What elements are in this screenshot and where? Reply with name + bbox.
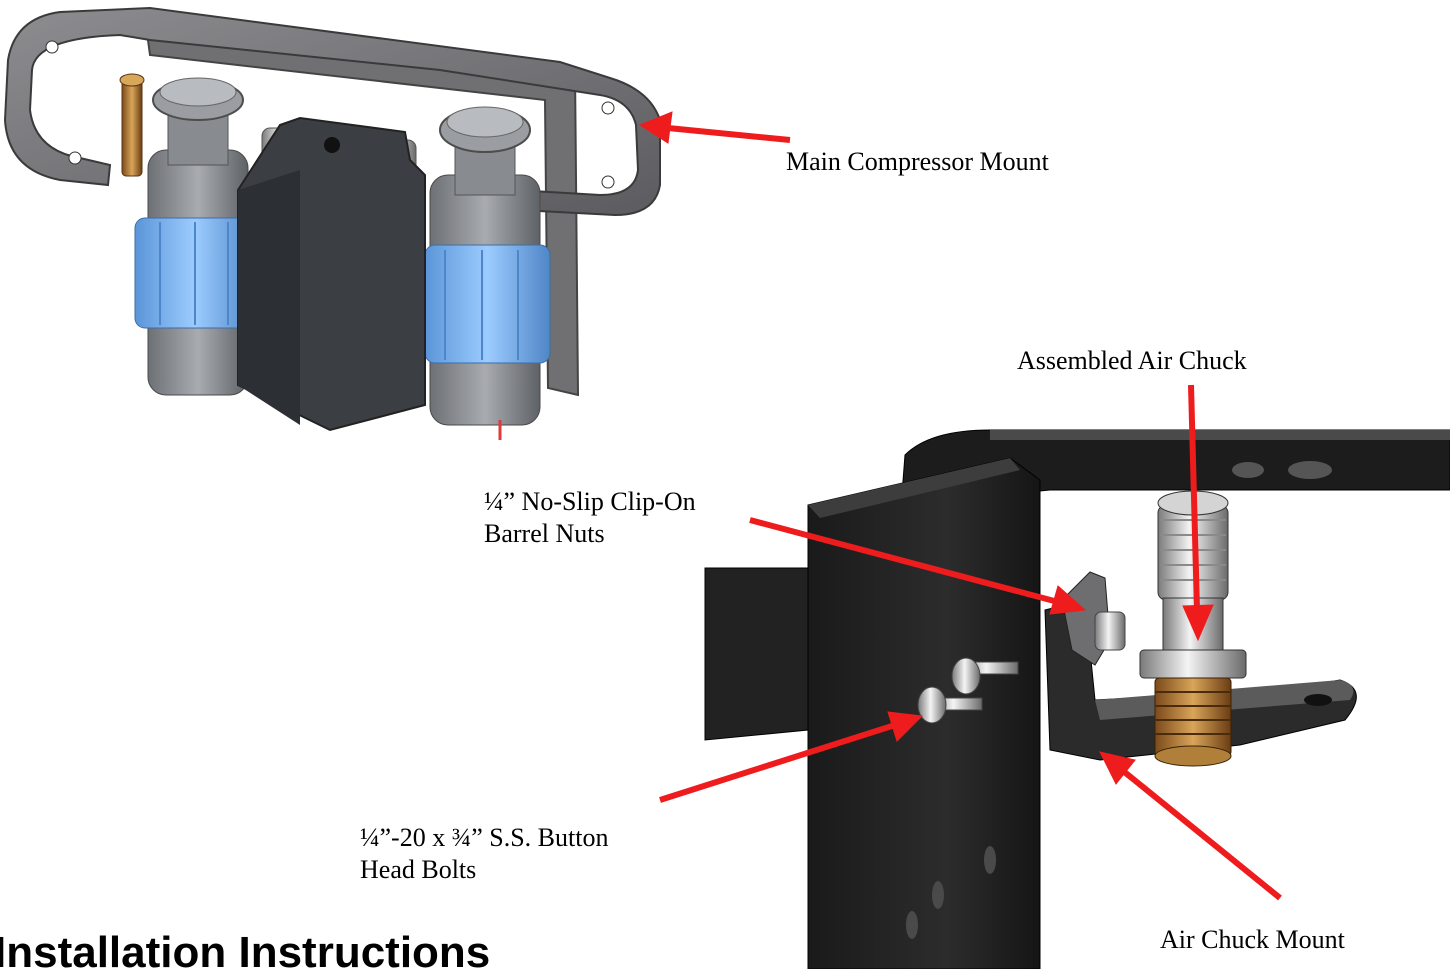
compressor-assembly-illustration <box>3 6 661 440</box>
label-button-head-bolts: ¼”-20 x ¾” S.S. Button Head Bolts <box>360 822 608 886</box>
arrow-main-mount <box>667 125 791 143</box>
flange-hole <box>1232 462 1264 478</box>
label-text: Air Chuck Mount <box>1160 925 1345 954</box>
label-assembled-air-chuck: Assembled Air Chuck <box>1017 345 1247 377</box>
section-heading: Installation Instructions <box>0 928 491 977</box>
barrel-nut <box>1094 611 1126 651</box>
brass-fitting <box>121 77 143 177</box>
brass-bulkhead <box>1154 677 1232 757</box>
plate-hole <box>601 175 615 189</box>
plate-hole <box>601 101 615 115</box>
label-main-compressor-mount: Main Compressor Mount <box>786 146 1049 178</box>
arrow-barrel-nuts <box>749 517 1059 605</box>
air-chuck-bracket-illustration <box>704 429 1450 969</box>
plate-hole <box>45 40 59 54</box>
manifold-port <box>324 137 340 153</box>
panel-slot <box>906 911 918 939</box>
button-head-bolt <box>917 686 983 724</box>
label-line: Barrel Nuts <box>484 519 605 548</box>
label-air-chuck-mount: Air Chuck Mount <box>1160 924 1345 956</box>
main-compressor-mount-plate <box>3 6 661 217</box>
right-compressor-motor-band <box>424 244 551 364</box>
arrow-bolts <box>659 722 896 803</box>
arrow-chuck-mount <box>1120 767 1282 901</box>
panel-slot <box>984 846 996 874</box>
label-text: Main Compressor Mount <box>786 147 1049 176</box>
panel-slot <box>932 881 944 909</box>
callout-arrows <box>638 111 1282 901</box>
arrow-air-chuck <box>1188 384 1200 611</box>
flange-hole <box>1288 461 1332 479</box>
label-line: Head Bolts <box>360 855 477 884</box>
label-line: ¼” No-Slip Clip-On <box>484 487 696 516</box>
label-text: Assembled Air Chuck <box>1017 346 1247 375</box>
button-head-bolt <box>951 657 1019 695</box>
plate-hole <box>68 151 82 165</box>
label-barrel-nuts: ¼” No-Slip Clip-On Barrel Nuts <box>484 486 696 550</box>
label-line: ¼”-20 x ¾” S.S. Button <box>360 823 609 852</box>
